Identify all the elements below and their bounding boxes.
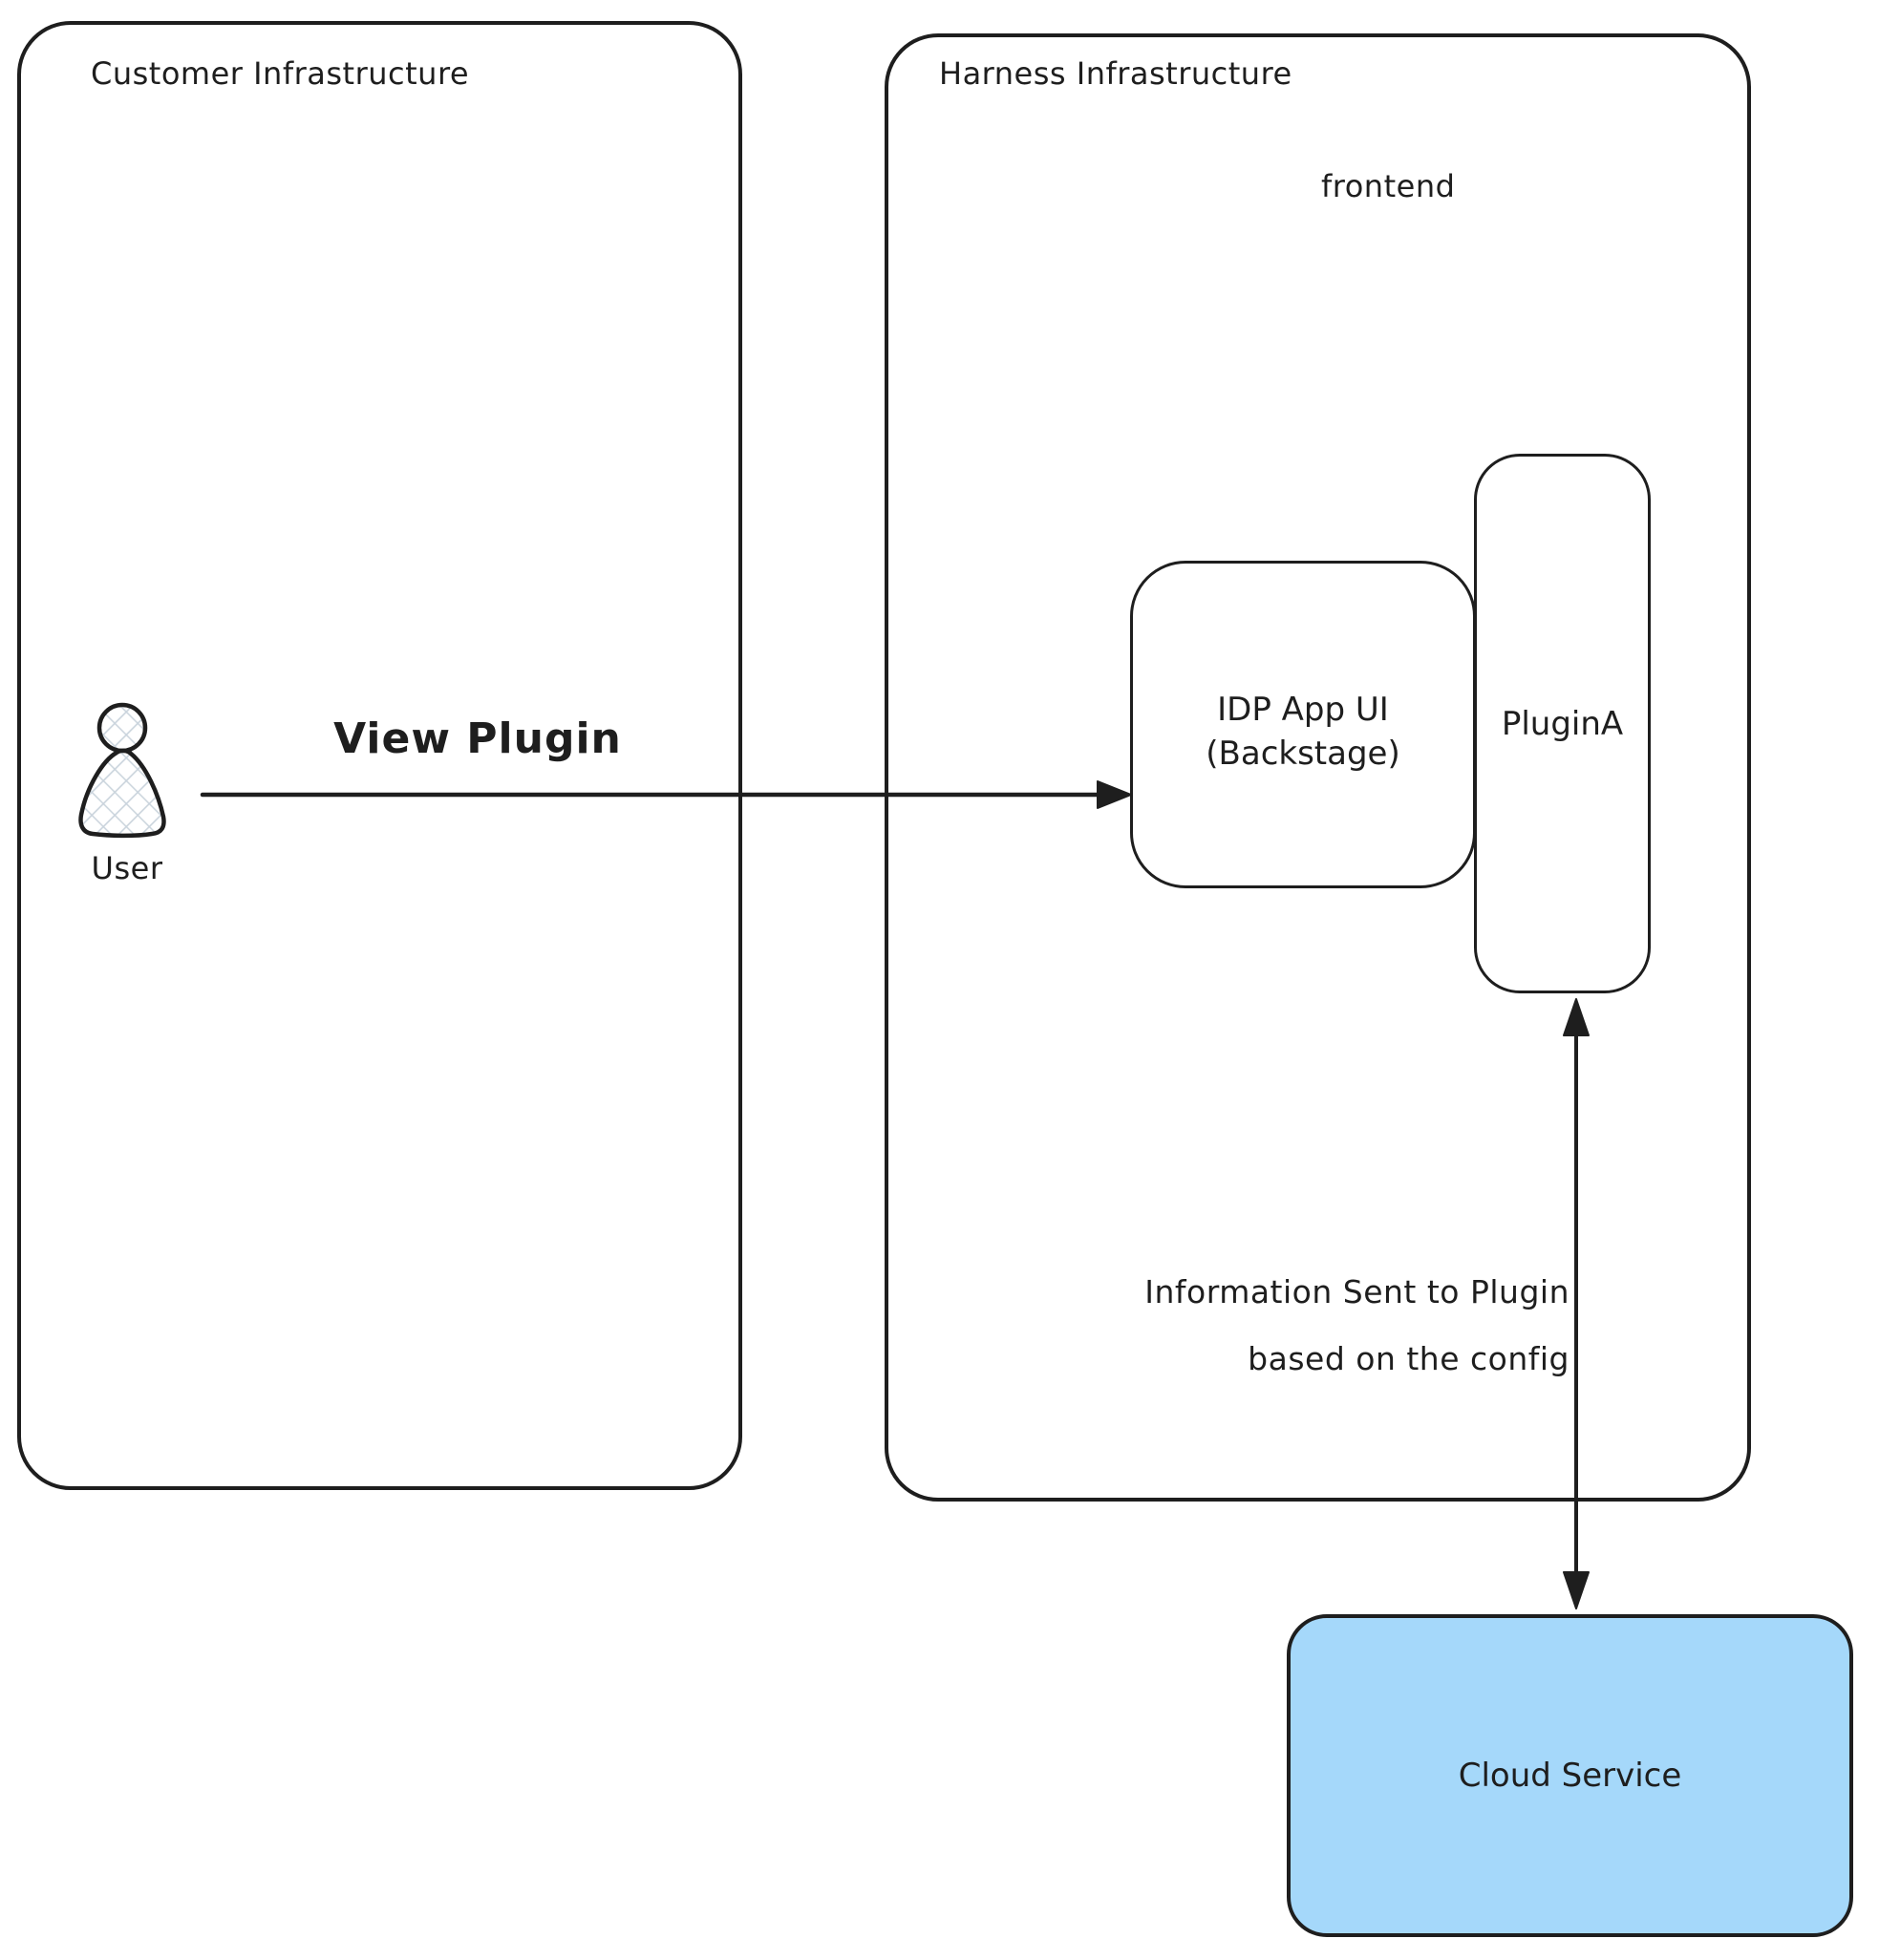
user-label: User: [91, 850, 163, 886]
cloud-service-label: Cloud Service: [1458, 1757, 1682, 1795]
info-arrow-label-line1: Information Sent to Plugin: [1144, 1273, 1569, 1310]
user-icon[interactable]: [78, 702, 166, 839]
info-arrow-label-line2: based on the config: [1248, 1340, 1569, 1377]
customer-infrastructure-label: Customer Infrastructure: [91, 55, 470, 92]
info-arrow-label: Information Sent to Plugin based on the …: [955, 1259, 1569, 1393]
plugin-a-node[interactable]: PluginA: [1474, 454, 1651, 993]
view-plugin-arrow-label: View Plugin: [333, 714, 622, 763]
info-double-arrow[interactable]: [1563, 998, 1590, 1609]
idp-app-ui-node[interactable]: IDP App UI (Backstage): [1130, 561, 1476, 888]
plugin-a-label: PluginA: [1501, 704, 1624, 743]
view-plugin-arrow[interactable]: [200, 780, 1132, 809]
frontend-label: frontend: [1321, 168, 1456, 204]
harness-infrastructure-label: Harness Infrastructure: [939, 55, 1292, 92]
idp-app-ui-label-line2: (Backstage): [1206, 734, 1400, 773]
customer-infrastructure-container[interactable]: [17, 21, 742, 1490]
cloud-service-node[interactable]: Cloud Service: [1287, 1614, 1853, 1937]
idp-app-ui-label-line1: IDP App UI: [1217, 690, 1389, 729]
